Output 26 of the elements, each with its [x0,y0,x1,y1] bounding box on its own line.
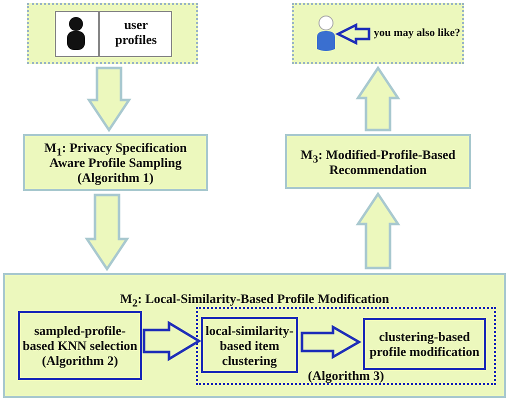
box-label: M$_{3}$: Modified-Profile-Based Recommendation [299,146,457,176]
process-box [18,311,142,380]
panel [292,3,464,64]
block-arrow [84,194,130,272]
profile-card [55,11,172,57]
caption-text: you may also like? [370,26,464,42]
person-figure [315,15,337,52]
block-arrow [86,66,132,132]
box-label: sampled-profile-based KNN selection (Algorithm 2) [22,323,138,368]
box-label: local-similarity-based item clustering [204,322,295,368]
module-panel [3,273,506,398]
block-arrow [335,22,370,46]
box-label: M$_{1}$: Privacy Specification Aware Profile Sampling (Algorithm 1) [43,140,188,185]
process-box [363,318,486,370]
block-arrow [142,320,202,362]
panel-title: M$_{2}$: Local-Similarity-Based Profile Modification [118,291,390,306]
block-arrow [356,66,400,132]
panel [27,3,198,64]
process-box [23,134,208,191]
process-box [285,134,471,189]
box-label: user profiles [114,17,158,47]
process-box [201,317,298,373]
block-arrow [300,324,362,360]
block-arrow [356,192,400,270]
box-label: clustering-based profile modification [368,329,480,359]
group-label: (Algorithm 3) [306,368,386,383]
